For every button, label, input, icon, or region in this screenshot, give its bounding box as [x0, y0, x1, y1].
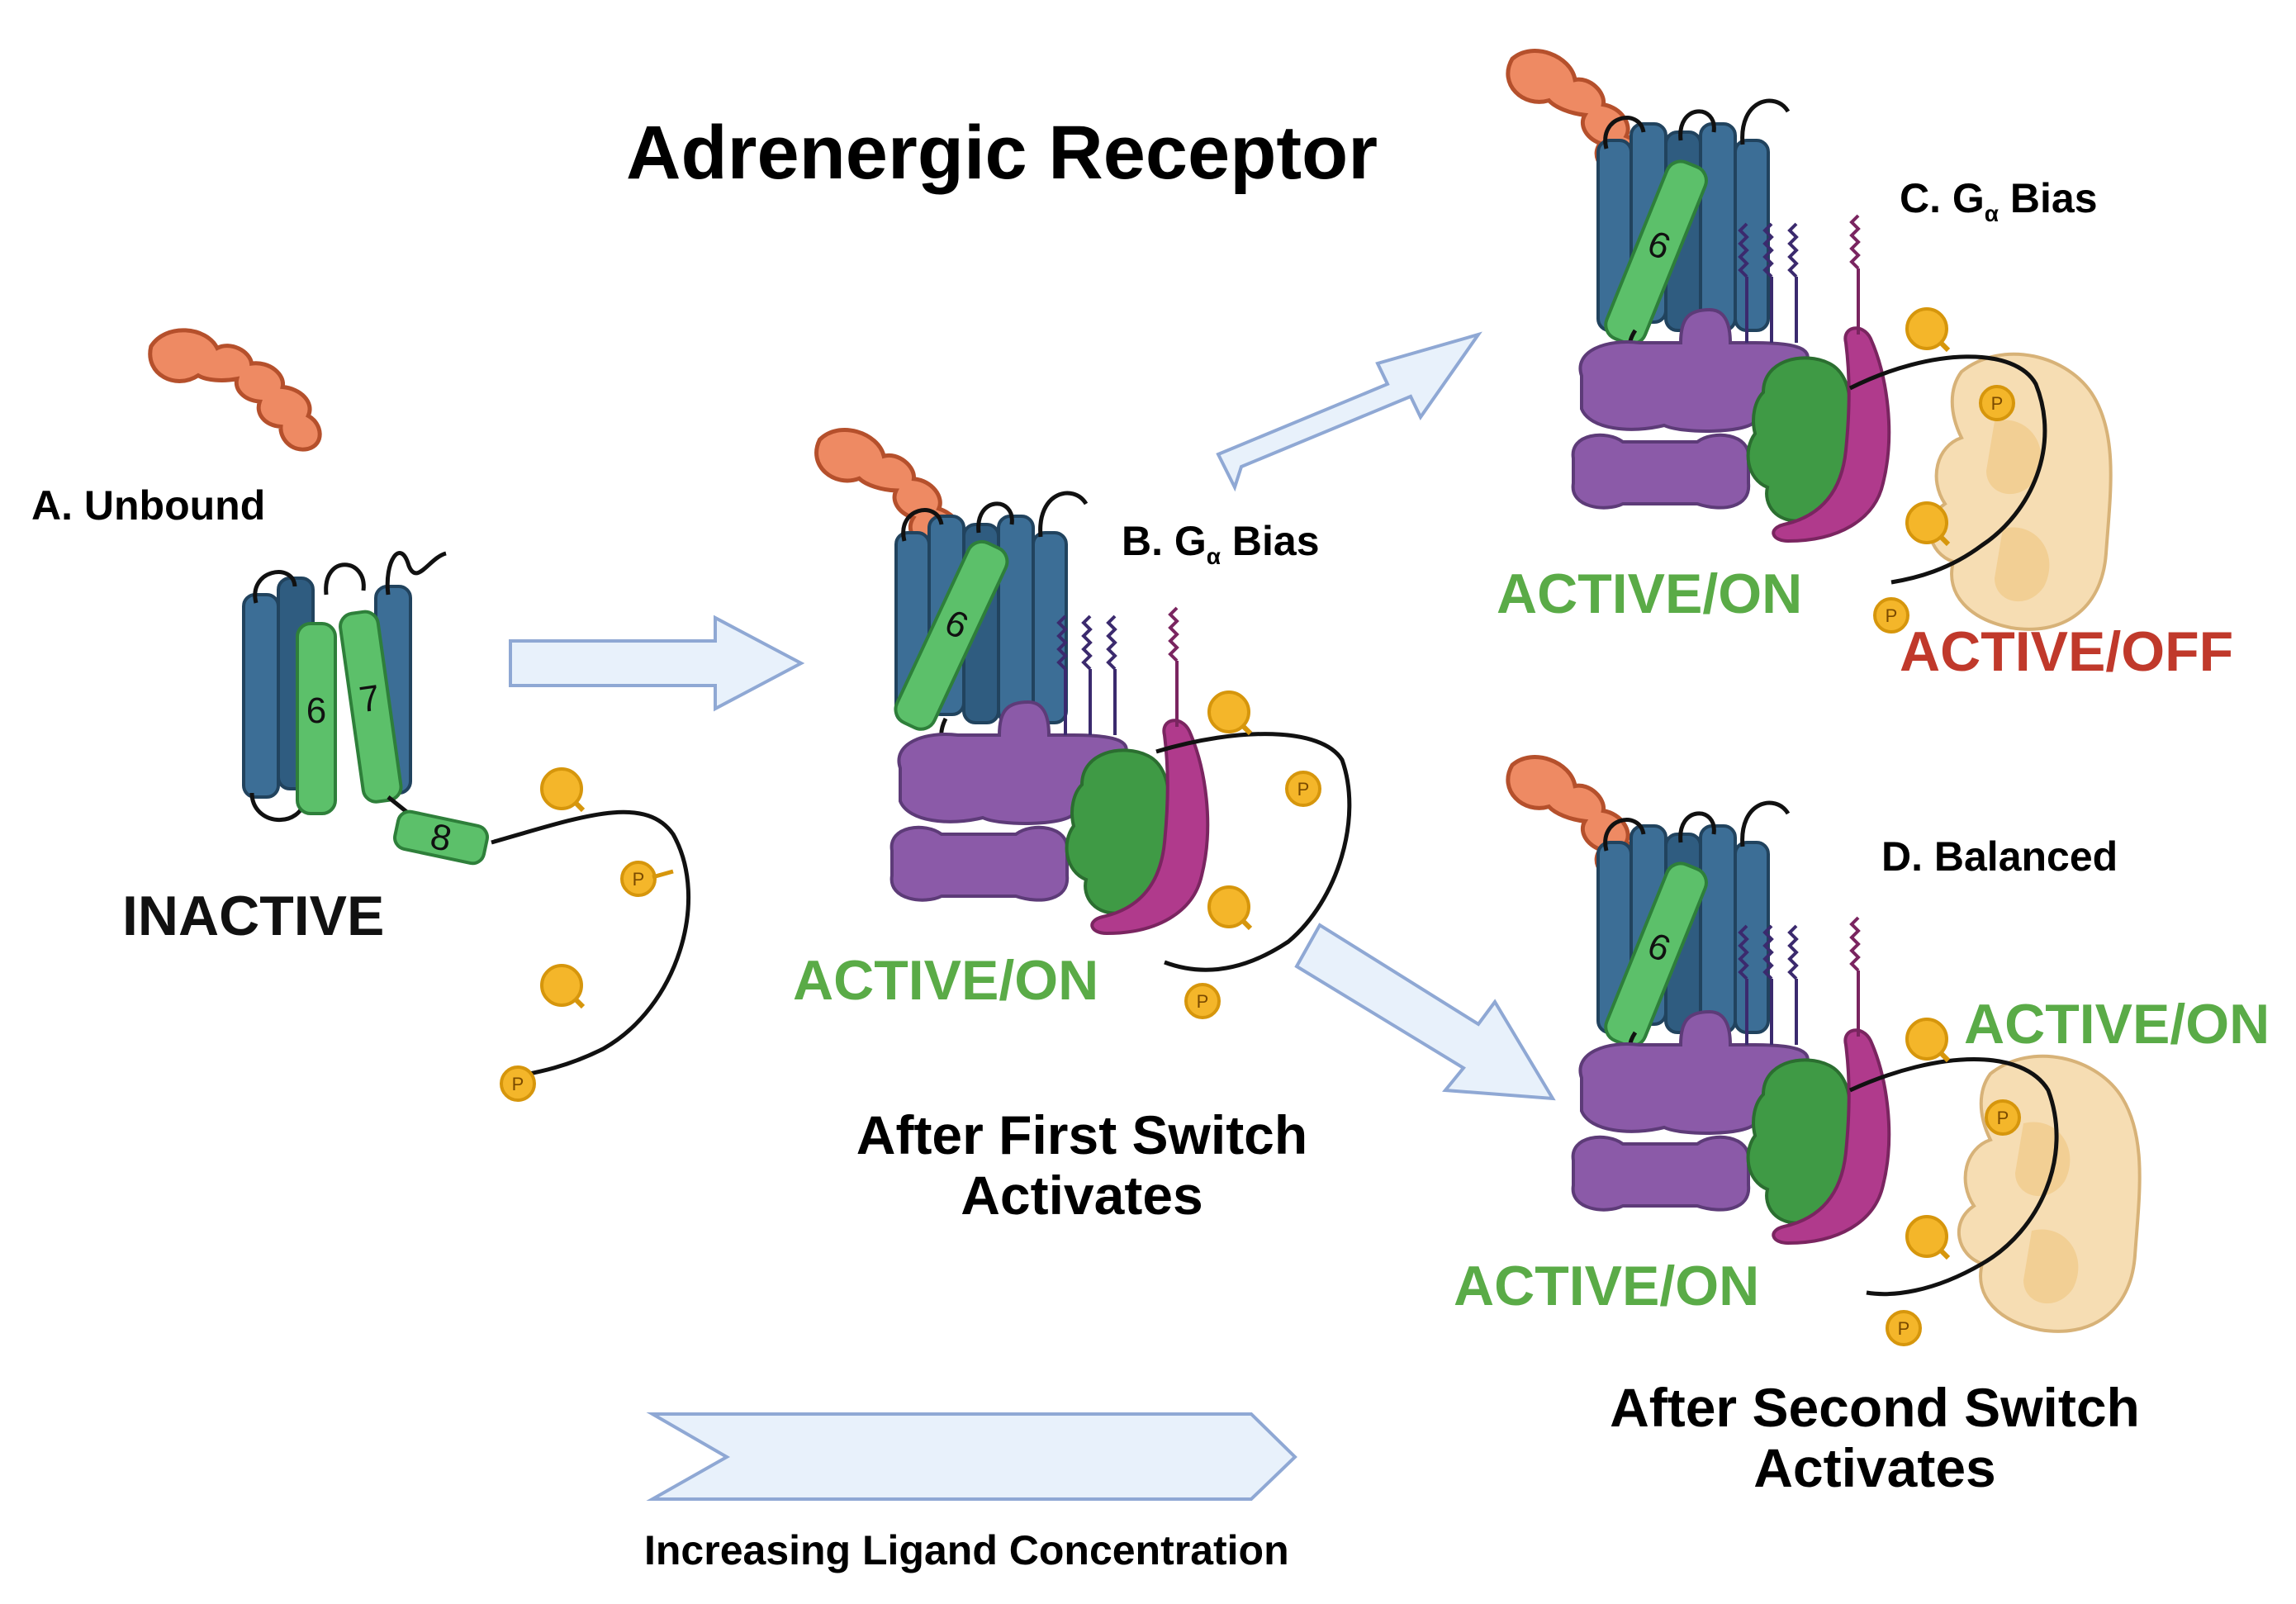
caption-first-line-1: After First Switch: [856, 1104, 1308, 1165]
caption-first-line-2: Activates: [961, 1164, 1203, 1226]
panel-b-label-sub: α: [1206, 543, 1222, 569]
caption-second-line-1: After Second Switch: [1610, 1377, 2140, 1438]
panel-a-receptor: 6 7 8: [242, 551, 691, 1102]
panel-c-arrestin-state: ACTIVE/OFF: [1900, 620, 2234, 683]
caption-first-switch: After First Switch Activates: [842, 1105, 1321, 1225]
arrow-a-to-b: [509, 615, 805, 712]
panel-b-label-suffix: Bias: [1221, 518, 1320, 564]
panel-c-label-suffix: Bias: [1999, 175, 2098, 221]
panel-c-g-state: ACTIVE/ON: [1497, 562, 1803, 625]
panel-c-label-sub: α: [1984, 201, 2000, 226]
panel-d-label: D. Balanced: [1881, 833, 2118, 880]
panel-d-arrestin: [1848, 1019, 2142, 1346]
helix-6-label: 6: [306, 690, 326, 731]
arrow-b-to-d: [1294, 923, 1556, 1101]
ligand-concentration-arrow: [646, 1412, 1297, 1501]
panel-a-state: INACTIVE: [122, 885, 385, 947]
panel-a-ligand: [143, 327, 328, 451]
panel-b-label: B. Gα Bias: [1122, 519, 1320, 570]
panel-b-receptor: 6: [894, 493, 1086, 752]
panel-d-g-state: ACTIVE/ON: [1454, 1255, 1760, 1317]
panel-c-label-prefix: C. G: [1900, 175, 1985, 221]
page-title: Adrenergic Receptor: [626, 111, 1378, 195]
caption-second-line-2: Activates: [1753, 1436, 1996, 1498]
caption-second-switch: After Second Switch Activates: [1594, 1378, 2156, 1497]
ligand-concentration-label: Increasing Ligand Concentration: [644, 1527, 1289, 1573]
panel-c-arrestin: [1848, 309, 2113, 634]
panel-c-label: C. Gα Bias: [1900, 176, 2098, 227]
panel-d-arrestin-state: ACTIVE/ON: [1964, 993, 2270, 1056]
panel-b-label-prefix: B. G: [1122, 518, 1207, 564]
panel-b-state: ACTIVE/ON: [793, 949, 1099, 1012]
panel-b-tail: [1155, 692, 1352, 1019]
arrow-b-to-c: [1216, 331, 1482, 492]
panel-a-label: A. Unbound: [31, 482, 266, 529]
